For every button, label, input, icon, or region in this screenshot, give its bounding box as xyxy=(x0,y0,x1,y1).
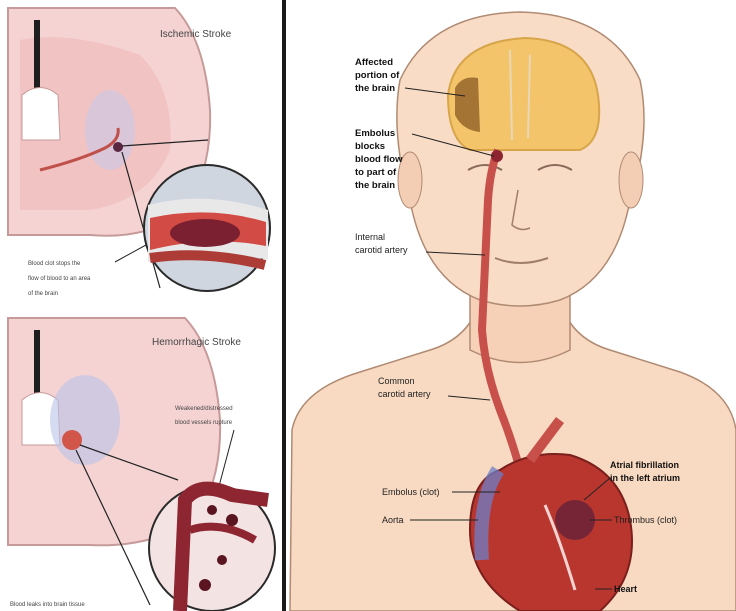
atrial-line-2: in the left atrium xyxy=(610,473,680,483)
hemorrhagic-drop-3 xyxy=(217,555,227,565)
internal-carotid-line-2: carotid artery xyxy=(355,245,408,255)
hemorrhagic-bleed xyxy=(62,430,82,450)
embolus-blocks-line-4: to part of xyxy=(355,167,397,178)
embolus-blocks-line-3: blood flow xyxy=(355,154,403,165)
embolus-blocks-line-1: Embolus xyxy=(355,128,395,139)
aorta-label: Aorta xyxy=(382,515,404,525)
hemorrhagic-affected-zone xyxy=(50,375,120,465)
ischemic-ventricle xyxy=(22,88,60,141)
embolus-blocks-line-2: blocks xyxy=(355,141,385,152)
embolic-stroke-figure: Affected portion of the brain Embolus bl… xyxy=(290,12,736,611)
affected-line-1: Affected xyxy=(355,57,393,68)
ischemic-clot-dot xyxy=(113,142,123,152)
embolus-clot-label: Embolus (clot) xyxy=(382,487,440,497)
common-carotid-line-1: Common xyxy=(378,376,415,386)
right-ear xyxy=(619,152,643,208)
ischemic-caption-line-1: Blood clot stops the xyxy=(28,261,81,267)
ischemic-region xyxy=(85,90,135,170)
hemorrhagic-vessel-line-1: Weakened/distressed xyxy=(175,406,233,412)
ischemic-title: Ischemic Stroke xyxy=(160,29,232,40)
hemorrhagic-midline xyxy=(34,330,40,400)
affected-line-3: the brain xyxy=(355,83,395,94)
ischemic-blood-clot xyxy=(170,219,240,247)
hemorrhagic-drop-4 xyxy=(199,579,211,591)
ischemic-midline xyxy=(34,20,40,90)
hemorrhagic-drop-2 xyxy=(226,514,238,526)
embolus-blocks-line-5: the brain xyxy=(355,180,395,191)
thrombus-label: Thrombus (clot) xyxy=(614,515,677,525)
hemorrhagic-title: Hemorrhagic Stroke xyxy=(152,337,241,348)
ischemic-caption-line-2: flow of blood to an area xyxy=(28,276,91,282)
ischemic-panel: Ischemic Stroke Blood clot stops the flo… xyxy=(8,8,270,297)
internal-carotid-line-1: Internal xyxy=(355,232,385,242)
hemorrhagic-caption: Blood leaks into brain tissue xyxy=(10,602,85,608)
thrombus xyxy=(555,500,595,540)
affected-line-2: portion of xyxy=(355,70,400,81)
hemorrhagic-drop-1 xyxy=(207,505,217,515)
hemorrhagic-panel: Hemorrhagic Stroke Weakened/distressed b… xyxy=(8,318,275,611)
panel-divider xyxy=(282,0,286,611)
atrial-line-1: Atrial fibrillation xyxy=(610,460,679,470)
common-carotid-line-2: carotid artery xyxy=(378,389,431,399)
hemorrhagic-vessel-line-2: blood vessels rupture xyxy=(175,420,233,426)
heart-label: Heart xyxy=(614,584,637,594)
ischemic-caption-line-3: of the brain xyxy=(28,291,58,297)
